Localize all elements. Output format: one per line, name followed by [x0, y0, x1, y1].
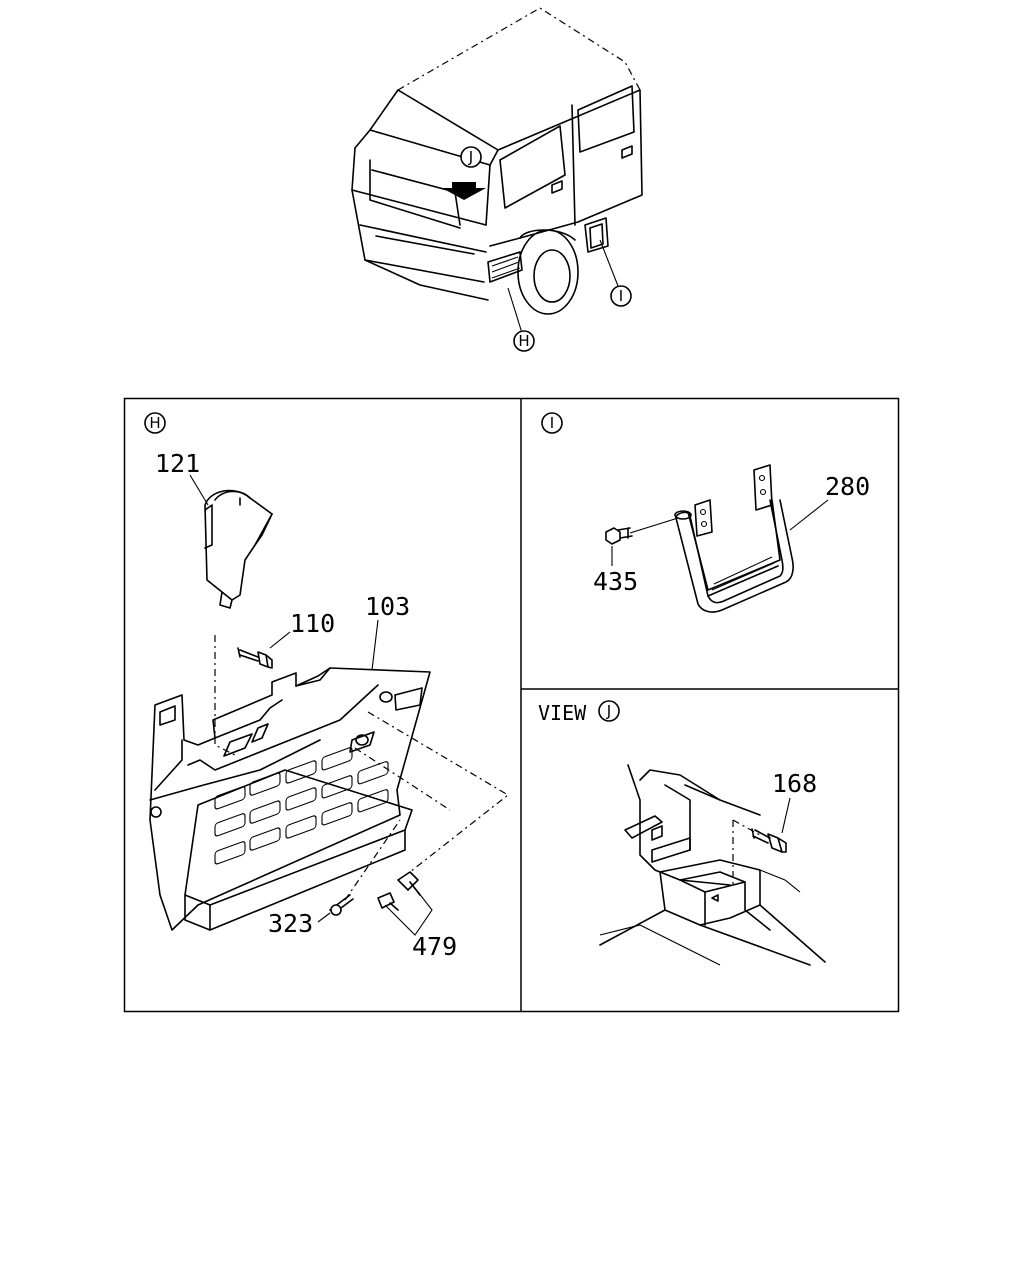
panel-h-tag-circle [144, 412, 166, 434]
bolt-110 [237, 647, 273, 669]
callout-h-circle [513, 330, 535, 352]
panel-frames [123, 397, 900, 1013]
part-label-479: 479 [412, 932, 457, 961]
callout-j-label: J [468, 148, 473, 166]
step-assembly-103 [149, 667, 431, 931]
callout-h-label: H [518, 332, 529, 350]
panel-j-tag: J [606, 702, 611, 720]
part-label-168: 168 [772, 769, 817, 798]
screw-323 [329, 894, 354, 916]
panel-j-tag-circle [598, 700, 620, 722]
panel-i-tag: I [550, 414, 554, 432]
callout-i-circle [610, 285, 632, 307]
part-label-103: 103 [365, 592, 410, 621]
part-label-121: 121 [155, 449, 200, 478]
view-word: VIEW [538, 701, 587, 725]
part-label-323: 323 [268, 909, 313, 938]
truck-overview: J H I [351, 7, 643, 352]
callout-j-circle [460, 146, 482, 168]
bolt-435 [605, 527, 633, 545]
callout-i-label: I [619, 287, 623, 305]
bolt-168 [751, 828, 787, 853]
panel-i: I 280 435 [541, 412, 870, 613]
clip-479 [377, 871, 421, 911]
panel-h: H 121 110 [144, 412, 510, 961]
panel-j: VIEW J [538, 700, 826, 966]
panel-i-tag-circle [541, 412, 563, 434]
part-label-280: 280 [825, 472, 870, 501]
cover-121 [204, 489, 273, 609]
panel-h-tag: H [149, 414, 160, 432]
part-label-435: 435 [593, 567, 638, 596]
floor-structure [599, 764, 826, 966]
part-label-110: 110 [290, 609, 335, 638]
rear-step-280 [674, 464, 794, 613]
